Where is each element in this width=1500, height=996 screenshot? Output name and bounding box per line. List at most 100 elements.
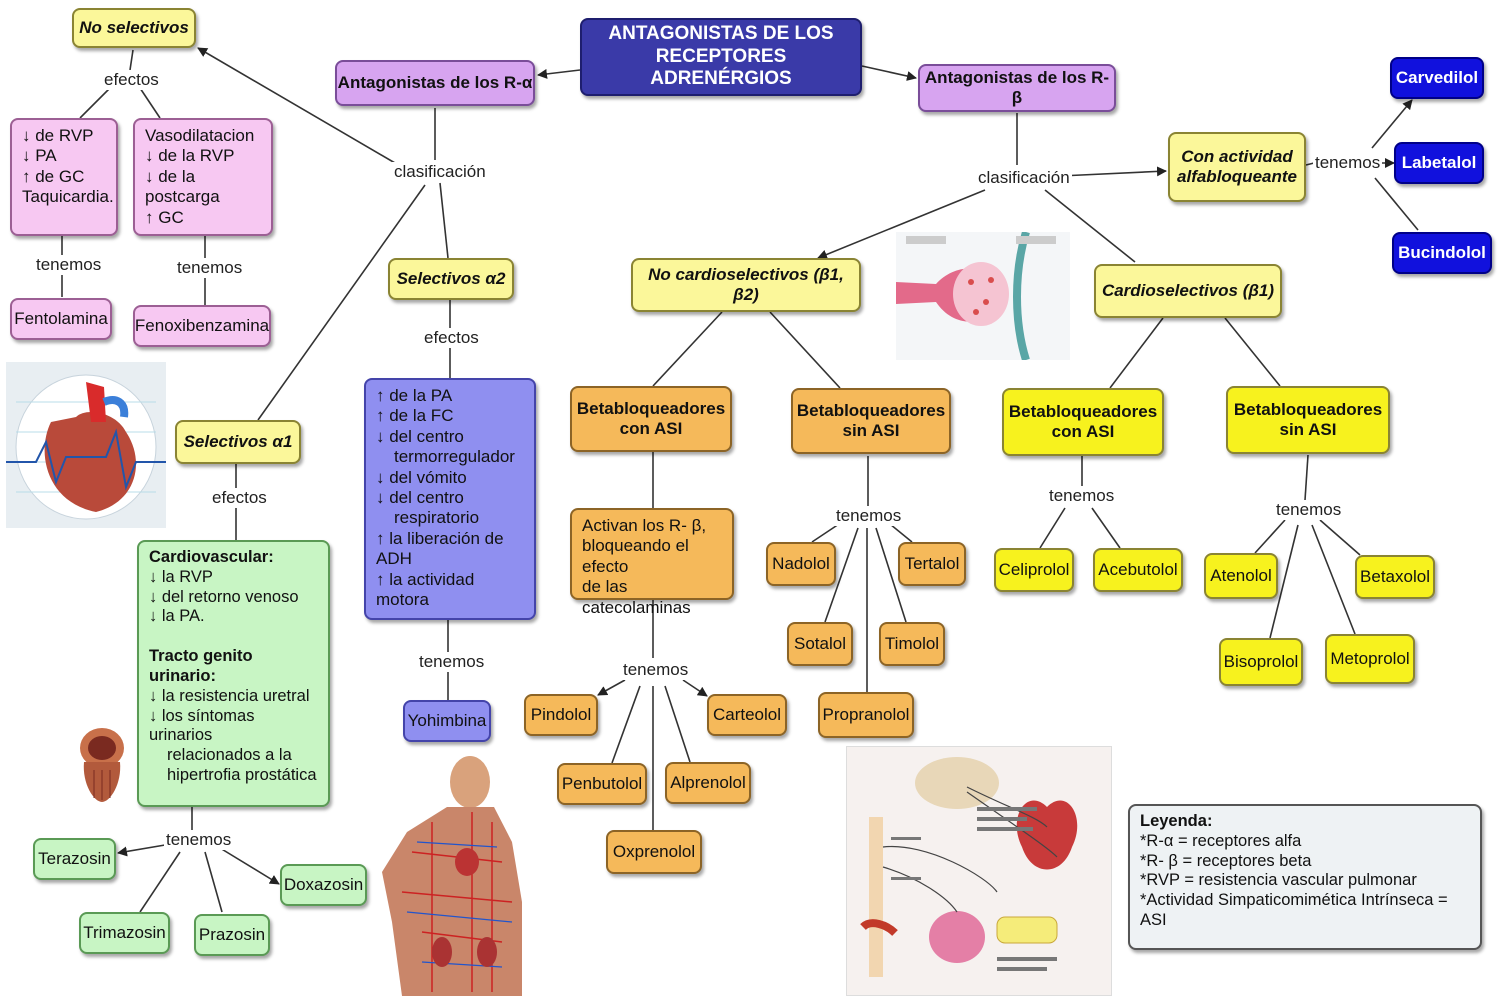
effect-line: ↓ los síntomas urinarios — [149, 706, 255, 745]
genitourinary-heading: Tracto genito urinario: — [149, 647, 253, 685]
node-label-line: sin ASI — [842, 421, 900, 440]
effect-line: relacionados a la — [167, 746, 292, 765]
con-asi-tenemos-label: tenemos — [621, 660, 691, 680]
prostate-illustration — [76, 724, 128, 804]
no-selectivos-efectos-label: efectos — [102, 70, 161, 90]
selectivos-a2-label: Selectivos α2 — [396, 268, 506, 288]
beta-antagonists-label: Antagonistas de los R-β — [924, 67, 1110, 107]
sympathetic-nervous-system-illustration — [846, 746, 1112, 996]
drug-labetalol: Labetalol — [1394, 142, 1484, 184]
no-cardio-con-asi-node: Betabloqueadores con ASI — [570, 386, 732, 452]
effect-line: ↓ la PA. — [149, 607, 205, 626]
legend-box: Leyenda: *R-α = receptores alfa *R- β = … — [1128, 804, 1482, 950]
drug-acebutolol: Acebutolol — [1093, 548, 1183, 592]
alfabloq-tenemos-label: tenemos — [1313, 153, 1383, 173]
effect-line: ↑ GC — [145, 207, 184, 227]
no-selectivos-effects-box-2: Vasodilatacion ↓ de la RVP ↓ de la postc… — [133, 118, 273, 236]
cardio-sin-asi-tenemos-label: tenemos — [1274, 500, 1344, 520]
effect-line: hipertrofia prostática — [167, 765, 317, 784]
drug-terazosin: Terazosin — [33, 838, 116, 880]
drug-sotalol: Sotalol — [787, 622, 853, 666]
effect-line: ↓ del centro — [376, 487, 464, 507]
drug-label: Prazosin — [198, 924, 266, 944]
drug-bucindolol: Bucindolol — [1392, 232, 1492, 274]
alpha-antagonists-label: Antagonistas de los R-α — [337, 72, 533, 92]
cardiovascular-title: Cardiovascular — [149, 548, 269, 566]
a1-efectos-label: efectos — [210, 488, 269, 508]
a2-tenemos-label: tenemos — [417, 652, 487, 672]
legend-item: *Actividad Simpaticomimética Intrínseca … — [1140, 891, 1448, 929]
main-title-text: ANTAGONISTAS DE LOS RECEPTORES ADRENÉRGI… — [608, 22, 834, 90]
effect-line: ↓ de la RVP — [145, 146, 235, 166]
drug-label: Doxazosin — [283, 874, 364, 894]
drug-label: Alprenolol — [670, 772, 746, 792]
effect-line: ↑ de la PA — [376, 386, 453, 405]
effect-line: termorregulador — [394, 447, 515, 467]
drug-label: Oxprenolol — [612, 841, 696, 861]
drug-fentolamina: Fentolamina — [10, 298, 112, 340]
no-cardioselectivos-node: No cardioselectivos (β1, β2) — [631, 258, 861, 312]
drug-label: Propranolol — [822, 704, 910, 724]
drug-bisoprolol: Bisoprolol — [1219, 638, 1303, 686]
effect-line: Taquicardia. — [22, 187, 114, 207]
node-label-line: con ASI — [1051, 422, 1115, 441]
drug-label: Acebutolol — [1098, 559, 1178, 579]
drug-penbutolol: Penbutolol — [557, 763, 647, 805]
cardioselectivos-label: Cardioselectivos (β1) — [1101, 280, 1275, 300]
effect-line: respiratorio — [394, 508, 480, 528]
drug-carteolol: Carteolol — [707, 694, 787, 736]
drug-timolol: Timolol — [879, 622, 945, 666]
drug-label: Carteolol — [712, 704, 782, 724]
a1-tenemos-label: tenemos — [164, 830, 234, 850]
no-selectivos-node: No selectivos — [72, 8, 196, 48]
drug-oxprenolol: Oxprenolol — [606, 830, 702, 874]
drug-label: Tertalol — [904, 553, 960, 573]
main-title: ANTAGONISTAS DE LOS RECEPTORES ADRENÉRGI… — [580, 18, 862, 96]
drug-yohimbina: Yohimbina — [403, 700, 491, 742]
drug-metoprolol: Metoprolol — [1325, 634, 1415, 684]
beta-antagonists-node: Antagonistas de los R-β — [918, 64, 1116, 112]
drug-label: Atenolol — [1210, 565, 1272, 585]
no-cardioselectivos-label: No cardioselectivos (β1, β2) — [648, 264, 844, 304]
cardio-con-asi-tenemos-label: tenemos — [1047, 486, 1117, 506]
drug-atenolol: Atenolol — [1204, 553, 1278, 599]
alpha-clasificacion-label: clasificación — [392, 162, 488, 182]
selectivos-a1-node: Selectivos α1 — [175, 420, 301, 464]
drug-prazosin: Prazosin — [194, 914, 270, 956]
effect-line: ↓ del vómito — [376, 467, 467, 487]
drug-alprenolol: Alprenolol — [665, 762, 751, 804]
selectivos-a2-effects-box: ↑ de la PA ↑ de la FC ↓ del centro termo… — [364, 378, 536, 620]
no-cardio-sin-asi-node: Betabloqueadores sin ASI — [791, 388, 951, 454]
alfabloqueante-label-line: alfabloqueante — [1177, 167, 1297, 186]
drug-label: Yohimbina — [407, 710, 487, 730]
cardioselectivos-node: Cardioselectivos (β1) — [1094, 264, 1282, 318]
drug-label: Nadolol — [772, 553, 830, 573]
node-label-line: Betabloqueadores — [1008, 401, 1158, 421]
cardiovascular-heading: Cardiovascular: — [149, 548, 274, 566]
drug-label: Trimazosin — [83, 922, 166, 942]
drug-label: Bucindolol — [1398, 242, 1486, 262]
drug-betaxolol: Betaxolol — [1355, 555, 1435, 599]
selectivos-a1-effects-box: Cardiovascular: ↓ la RVP ↓ del retorno v… — [137, 540, 330, 807]
effect-line: ↑ la actividad motora — [376, 569, 475, 609]
drug-carvedilol: Carvedilol — [1390, 57, 1484, 99]
node-label-line: Betabloqueadores — [796, 400, 946, 420]
drug-label: Timolol — [884, 633, 940, 653]
description-line: bloqueando el efecto — [582, 536, 689, 576]
legend-title: Leyenda: — [1140, 812, 1213, 830]
legend-item: *R- β = receptores beta — [1140, 851, 1312, 870]
drug-fenoxibenzamina: Fenoxibenzamina — [133, 305, 271, 347]
legend-item: *R-α = receptores alfa — [1140, 831, 1302, 850]
beta-clasificacion-label: clasificación — [976, 168, 1072, 188]
effect-line: ↓ la resistencia uretral — [149, 686, 310, 705]
drug-label: Betaxolol — [1360, 566, 1430, 586]
con-asi-description-box: Activan los R- β, bloqueando el efecto d… — [570, 508, 734, 617]
genitourinary-title: Tracto genito urinario — [149, 647, 253, 685]
a2-efectos-label: efectos — [422, 328, 481, 348]
selectivos-a1-label: Selectivos α1 — [183, 431, 293, 451]
effect-line: Vasodilatacion — [145, 126, 255, 145]
drug-pindolol: Pindolol — [524, 694, 598, 736]
drug-tertalol: Tertalol — [898, 542, 966, 586]
effect-line: ↑ de GC — [22, 166, 85, 186]
